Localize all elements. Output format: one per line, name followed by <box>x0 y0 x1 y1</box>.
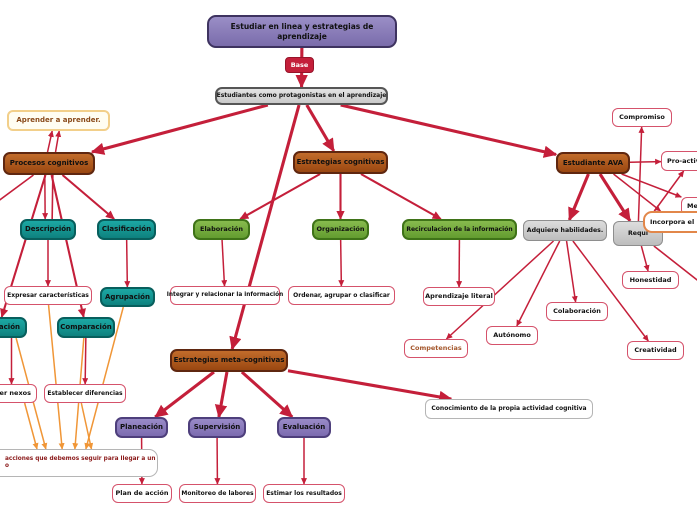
node-autonomo[interactable]: Autónomo <box>486 326 538 345</box>
node-recirculacion[interactable]: Recirculacion de la información <box>402 219 517 240</box>
node-ec[interactable]: Estrategias cognitivas <box>293 151 388 174</box>
edge-nexos-acciones <box>23 402 39 450</box>
edge-protagonistas-procesos <box>90 103 269 155</box>
edge-expresar-acciones <box>47 304 65 450</box>
edge-meta-conocimiento <box>287 369 453 404</box>
node-protagonistas[interactable]: Estudiantes como protagonistas en el apr… <box>215 87 388 105</box>
node-ava[interactable]: Estudiante AVA <box>556 152 630 174</box>
edge-requisitos-offright <box>653 245 697 281</box>
edge-procesos-aprender <box>54 130 62 153</box>
node-competencias[interactable]: Competencias <box>404 339 468 358</box>
edge-ava-me <box>621 173 682 198</box>
node-evaluacion[interactable]: Evaluación <box>277 417 331 438</box>
node-monitoreo[interactable]: Monitoreo de labores <box>179 484 256 503</box>
node-ordenar[interactable]: Ordenar, agrupar o clasificar <box>288 286 395 305</box>
node-relacion[interactable]: ación <box>0 317 27 338</box>
node-estimar[interactable]: Estimar los resultados <box>263 484 345 503</box>
edge-comparacion-diferencias <box>82 337 89 385</box>
node-acciones[interactable]: acciones que debemos seguir para llegar … <box>0 449 158 477</box>
edge-meta-planeacion <box>154 370 215 419</box>
edge-ava-proactivo <box>629 158 662 165</box>
edge-requisitos-compromiso <box>637 126 645 222</box>
node-proactivo[interactable]: Pro-activ <box>661 151 697 171</box>
node-comparacion[interactable]: Comparación <box>57 317 115 338</box>
edge-requisitos-honestidad <box>640 245 650 272</box>
edge-adquiere-creatividad <box>572 240 649 342</box>
edge-ava-incorpora <box>613 173 661 212</box>
edge-ec-elaboracion <box>239 173 321 220</box>
node-descripcion[interactable]: Descripción <box>20 219 76 240</box>
node-conocimiento[interactable]: Conocimiento de la propia actividad cogn… <box>425 399 593 419</box>
node-clasificacion[interactable]: Clasificación <box>97 219 156 240</box>
node-planeacion[interactable]: Planeación <box>115 417 168 438</box>
edge-diferencias-acciones <box>80 402 94 450</box>
node-nexos[interactable]: cer nexos <box>0 384 37 403</box>
edge-protagonistas-ava <box>340 103 558 158</box>
node-integrar[interactable]: Integrar y relacionar la información <box>167 286 283 305</box>
edge-ava-adquiere <box>567 173 590 222</box>
node-organizacion[interactable]: Organización <box>312 219 369 240</box>
node-title[interactable]: Estudiar en linea y estrategias de apren… <box>207 15 397 48</box>
edge-ava-requisitos <box>598 173 632 223</box>
edge-procesos-offleft <box>0 174 34 201</box>
node-honestidad[interactable]: Honestidad <box>622 271 679 289</box>
node-elaboracion[interactable]: Elaboración <box>193 219 250 240</box>
edge-meta-evaluacion <box>240 370 294 419</box>
edge-agrupacion-acciones <box>84 306 125 450</box>
node-supervision[interactable]: Supervisión <box>188 417 246 438</box>
node-procesos[interactable]: Procesos cognitivos <box>3 152 95 175</box>
node-base[interactable]: Base <box>285 57 314 73</box>
edge-procesos-clasificacion <box>61 174 115 220</box>
edge-protagonistas-ec <box>305 104 336 153</box>
node-expresar[interactable]: Expresar características <box>4 286 92 305</box>
node-literal[interactable]: Aprendizaje literal <box>423 287 495 306</box>
node-meta[interactable]: Estrategias meta-cognitivas <box>170 349 288 372</box>
edge-ec-recirculacion <box>360 173 442 220</box>
node-diferencias[interactable]: Establecer diferencias <box>44 384 126 403</box>
edge-protagonistas-meta <box>229 104 301 351</box>
node-adquiere[interactable]: Adquiere habilidades. <box>523 220 607 241</box>
edge-adquiere-competencias <box>445 240 555 340</box>
node-creatividad[interactable]: Creatividad <box>627 341 684 360</box>
node-agrupacion[interactable]: Agrupación <box>100 287 155 307</box>
node-colaboracion[interactable]: Colaboración <box>546 302 608 321</box>
node-plan[interactable]: Plan de acción <box>112 484 172 503</box>
edge-elaboracion-integrar <box>221 239 228 287</box>
edge-clasificacion-agrupacion <box>124 239 131 288</box>
edge-procesos-aprender <box>46 130 54 153</box>
edge-adquiere-colaboracion <box>565 240 578 303</box>
edge-adquiere-autonomo <box>516 240 561 327</box>
node-compromiso[interactable]: Compromiso <box>612 108 672 127</box>
node-aprender[interactable]: Aprender a aprender. <box>7 110 110 131</box>
edge-organizacion-ordenar <box>338 239 345 287</box>
node-incorpora[interactable]: Incorpora el us <box>643 211 697 233</box>
edge-meta-supervision <box>214 371 229 419</box>
